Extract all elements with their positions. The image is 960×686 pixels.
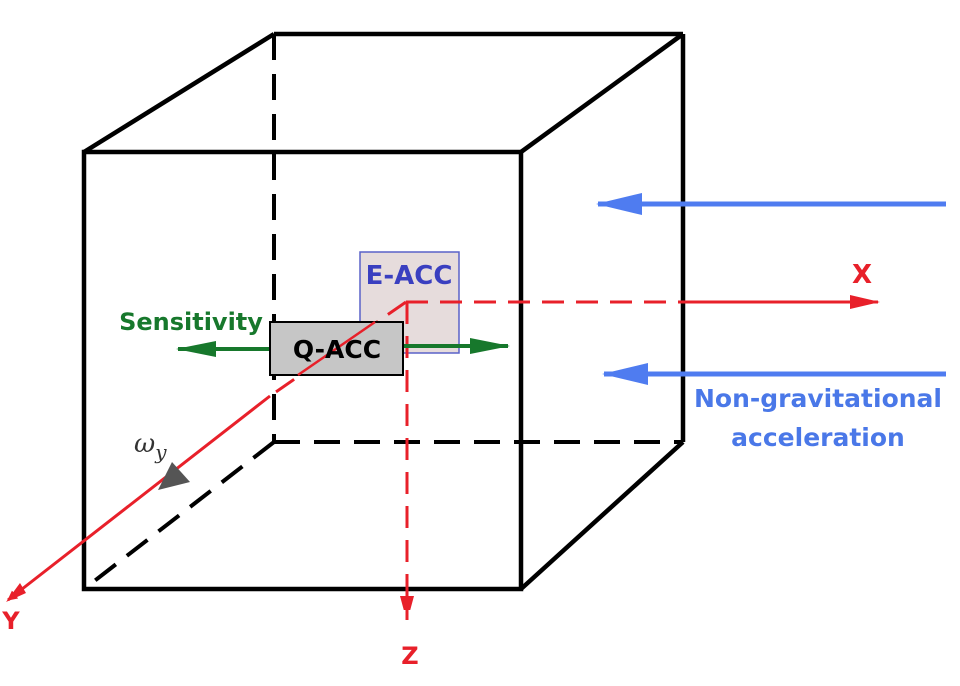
- axis-x-label: X: [852, 260, 872, 290]
- y-axis-over-q-acc: [297, 320, 376, 377]
- non-gravitational-label: Non-gravitational: [694, 384, 942, 413]
- cube-bottom-right-depth-edge: [519, 440, 685, 591]
- q-acc-label: Q-ACC: [293, 335, 381, 364]
- axis-z-label: Z: [401, 642, 418, 670]
- y-axis-arrow: [7, 394, 271, 602]
- omega-y-arrow-icon: [158, 462, 190, 490]
- omega-symbol: ω: [134, 429, 155, 459]
- acceleration-label: acceleration: [731, 423, 905, 452]
- cube-top-right-depth-edge: [519, 32, 685, 154]
- cube-front-face: [81, 149, 524, 592]
- cube-visible-edges: [81, 31, 686, 592]
- e-acc-label: E-ACC: [366, 261, 453, 291]
- acceleration-arrows: [596, 193, 946, 385]
- cube-top-left-depth-edge: [82, 32, 276, 154]
- y-axis-arrowhead: [6, 583, 26, 602]
- axis-y-label: Y: [1, 607, 20, 635]
- cube-hidden-edge-bottom-depth: [82, 440, 276, 591]
- sensitivity-arrows: [176, 338, 510, 357]
- sensitivity-label: Sensitivity: [119, 308, 263, 336]
- omega-subscript: y: [154, 440, 167, 464]
- omega-y-label: ωy: [134, 429, 167, 464]
